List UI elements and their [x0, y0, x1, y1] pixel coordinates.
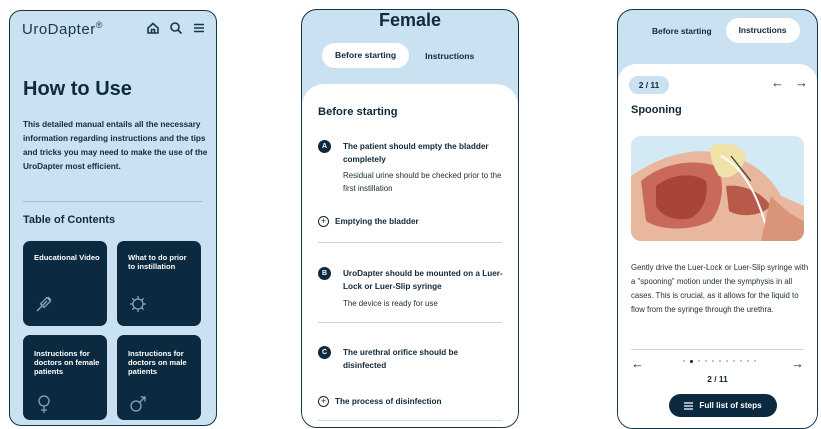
step-dot[interactable]	[740, 360, 742, 362]
menu-icon[interactable]	[192, 21, 206, 35]
toc-heading: Table of Contents	[23, 214, 116, 226]
next-step-arrow-icon[interactable]: →	[791, 356, 804, 371]
step-dot[interactable]	[690, 359, 693, 363]
step-dot[interactable]	[747, 360, 749, 362]
step-badge: C	[318, 346, 331, 359]
divider	[318, 322, 502, 323]
home-screen: UroDapter® How to Use This detailed manu…	[9, 10, 217, 426]
segmented-tabs: Before starting Instructions	[638, 18, 800, 43]
prev-step-arrow-icon[interactable]: ←	[631, 356, 644, 371]
expand-label: Emptying the bladder	[335, 217, 419, 226]
card-label: Instructions for doctors on female patie…	[34, 349, 100, 376]
divider	[318, 420, 502, 421]
tab-instructions[interactable]: Instructions	[425, 50, 475, 61]
step-badge: B	[318, 267, 331, 280]
page-title: How to Use	[23, 78, 132, 100]
step-title: UroDapter should be mounted on a Luer-Lo…	[343, 269, 503, 291]
anatomy-illustration-svg	[631, 136, 804, 241]
male-icon	[130, 396, 146, 412]
card-prior-to-instillation[interactable]: What to do prior to instillation	[117, 241, 201, 326]
step-text: The device is ready for use	[343, 299, 438, 308]
instructions-screen: Before starting Instructions 2 / 11 ← → …	[617, 9, 818, 429]
card-label: Educational Video	[34, 253, 100, 262]
top-bar: UroDapter®	[10, 11, 216, 45]
card-label: Instructions for doctors on male patient…	[128, 349, 187, 376]
registered-mark: ®	[95, 20, 103, 30]
step-description: Gently drive the Luer-Lock or Luer-Slip …	[631, 263, 809, 314]
next-arrow-icon[interactable]: →	[795, 75, 808, 90]
female-icon	[38, 395, 50, 413]
step-title: Spooning	[631, 104, 682, 116]
step-navigation: ← →	[631, 356, 804, 376]
step-title: The patient should empty the bladder com…	[343, 142, 489, 164]
step-dot[interactable]	[719, 360, 721, 362]
tab-before-starting[interactable]: Before starting	[322, 43, 410, 68]
tab-before-starting[interactable]: Before starting	[652, 25, 712, 36]
card-label: What to do prior to instillation	[128, 253, 187, 271]
brand-logo[interactable]: UroDapter®	[22, 20, 103, 38]
segmented-tabs: Before starting Instructions	[322, 43, 490, 68]
intro-text: This detailed manual entails all the nec…	[23, 120, 208, 171]
brand-name: UroDapter	[22, 21, 96, 38]
step-title: The urethral orifice should be disinfect…	[343, 348, 459, 370]
card-female-patients[interactable]: Instructions for doctors on female patie…	[23, 335, 107, 420]
expand-label: The process of disinfection	[335, 397, 442, 406]
step-dot[interactable]	[705, 360, 707, 362]
tab-instructions[interactable]: Instructions	[725, 18, 800, 43]
card-male-patients[interactable]: Instructions for doctors on male patient…	[117, 335, 201, 420]
full-list-label: Full list of steps	[699, 401, 762, 410]
home-icon[interactable]	[146, 21, 160, 35]
plus-icon: +	[318, 216, 329, 227]
prev-arrow-icon[interactable]: ←	[771, 75, 784, 90]
step-dot[interactable]	[712, 360, 714, 362]
section-title: Before starting	[318, 106, 398, 118]
step-dot[interactable]	[733, 360, 735, 362]
step-dot[interactable]	[698, 360, 700, 362]
content-panel: 2 / 11 ← → Spooning Gently drive the Lue…	[618, 64, 817, 428]
plus-icon: +	[318, 396, 329, 407]
divider	[318, 242, 502, 243]
step-dot[interactable]	[754, 360, 756, 362]
card-educational-video[interactable]: Educational Video	[23, 241, 107, 326]
anatomy-illustration	[631, 136, 804, 241]
step-badge: A	[318, 140, 331, 153]
syringe-icon	[36, 296, 52, 312]
screen-title: Female	[378, 10, 442, 30]
list-icon	[684, 401, 694, 410]
page-indicator-pill: 2 / 11	[629, 76, 669, 94]
full-list-button[interactable]: Full list of steps	[669, 394, 777, 417]
divider	[23, 201, 203, 202]
female-screen: Female Before starting Instructions Befo…	[301, 9, 519, 428]
content-panel: Before starting A The patient should emp…	[302, 84, 518, 427]
step-text: Residual urine should be checked prior t…	[343, 171, 502, 193]
step-counter: 2 / 11	[707, 374, 728, 384]
expand-disinfection[interactable]: + The process of disinfection	[318, 396, 441, 407]
step-dot[interactable]	[726, 360, 728, 362]
search-icon[interactable]	[169, 21, 183, 35]
step-dots	[683, 359, 756, 363]
virus-icon	[130, 296, 146, 312]
expand-emptying-bladder[interactable]: + Emptying the bladder	[318, 216, 419, 227]
step-dot[interactable]	[683, 360, 685, 362]
divider	[631, 349, 804, 350]
